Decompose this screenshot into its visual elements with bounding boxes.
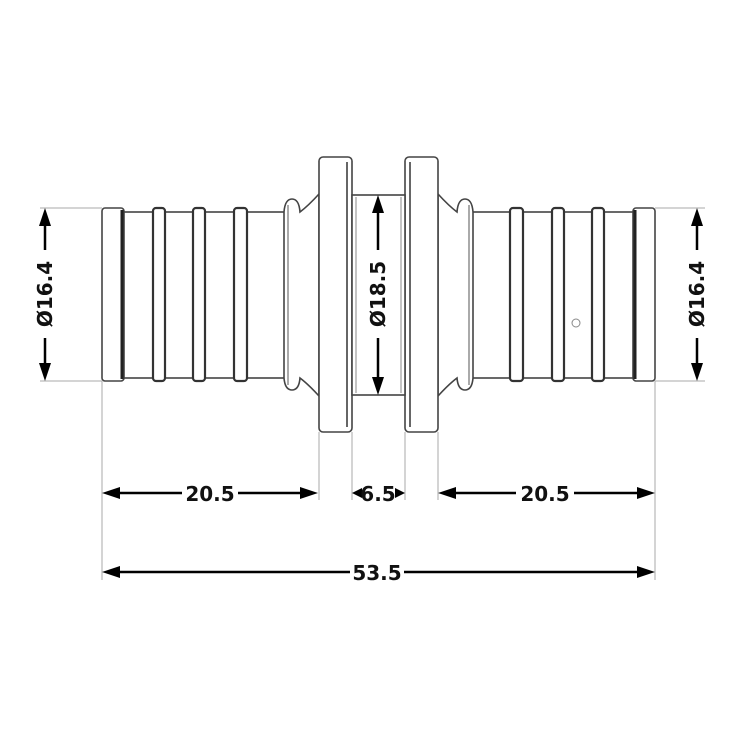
center-length-dimension: 6.5 (352, 482, 405, 506)
center-diameter-dimension: Ø18.5 (366, 195, 390, 395)
center-diameter-label: Ø18.5 (366, 261, 390, 327)
right-length-dimension: 20.5 (438, 482, 655, 506)
left-diameter-label: Ø16.4 (33, 261, 57, 327)
left-length-dimension: 20.5 (102, 482, 318, 506)
right-diameter-dimension: Ø16.4 (685, 208, 709, 381)
center-length-label: 6.5 (360, 482, 395, 506)
total-length-dimension: 53.5 (102, 561, 655, 585)
right-length-label: 20.5 (520, 482, 569, 506)
right-fitting-half (403, 155, 657, 434)
left-diameter-dimension: Ø16.4 (33, 208, 57, 381)
right-diameter-label: Ø16.4 (685, 261, 709, 327)
left-fitting-half (100, 155, 354, 434)
marker-hole (571, 318, 581, 328)
left-length-label: 20.5 (185, 482, 234, 506)
extension-lines (40, 207, 705, 580)
total-length-label: 53.5 (352, 561, 401, 585)
